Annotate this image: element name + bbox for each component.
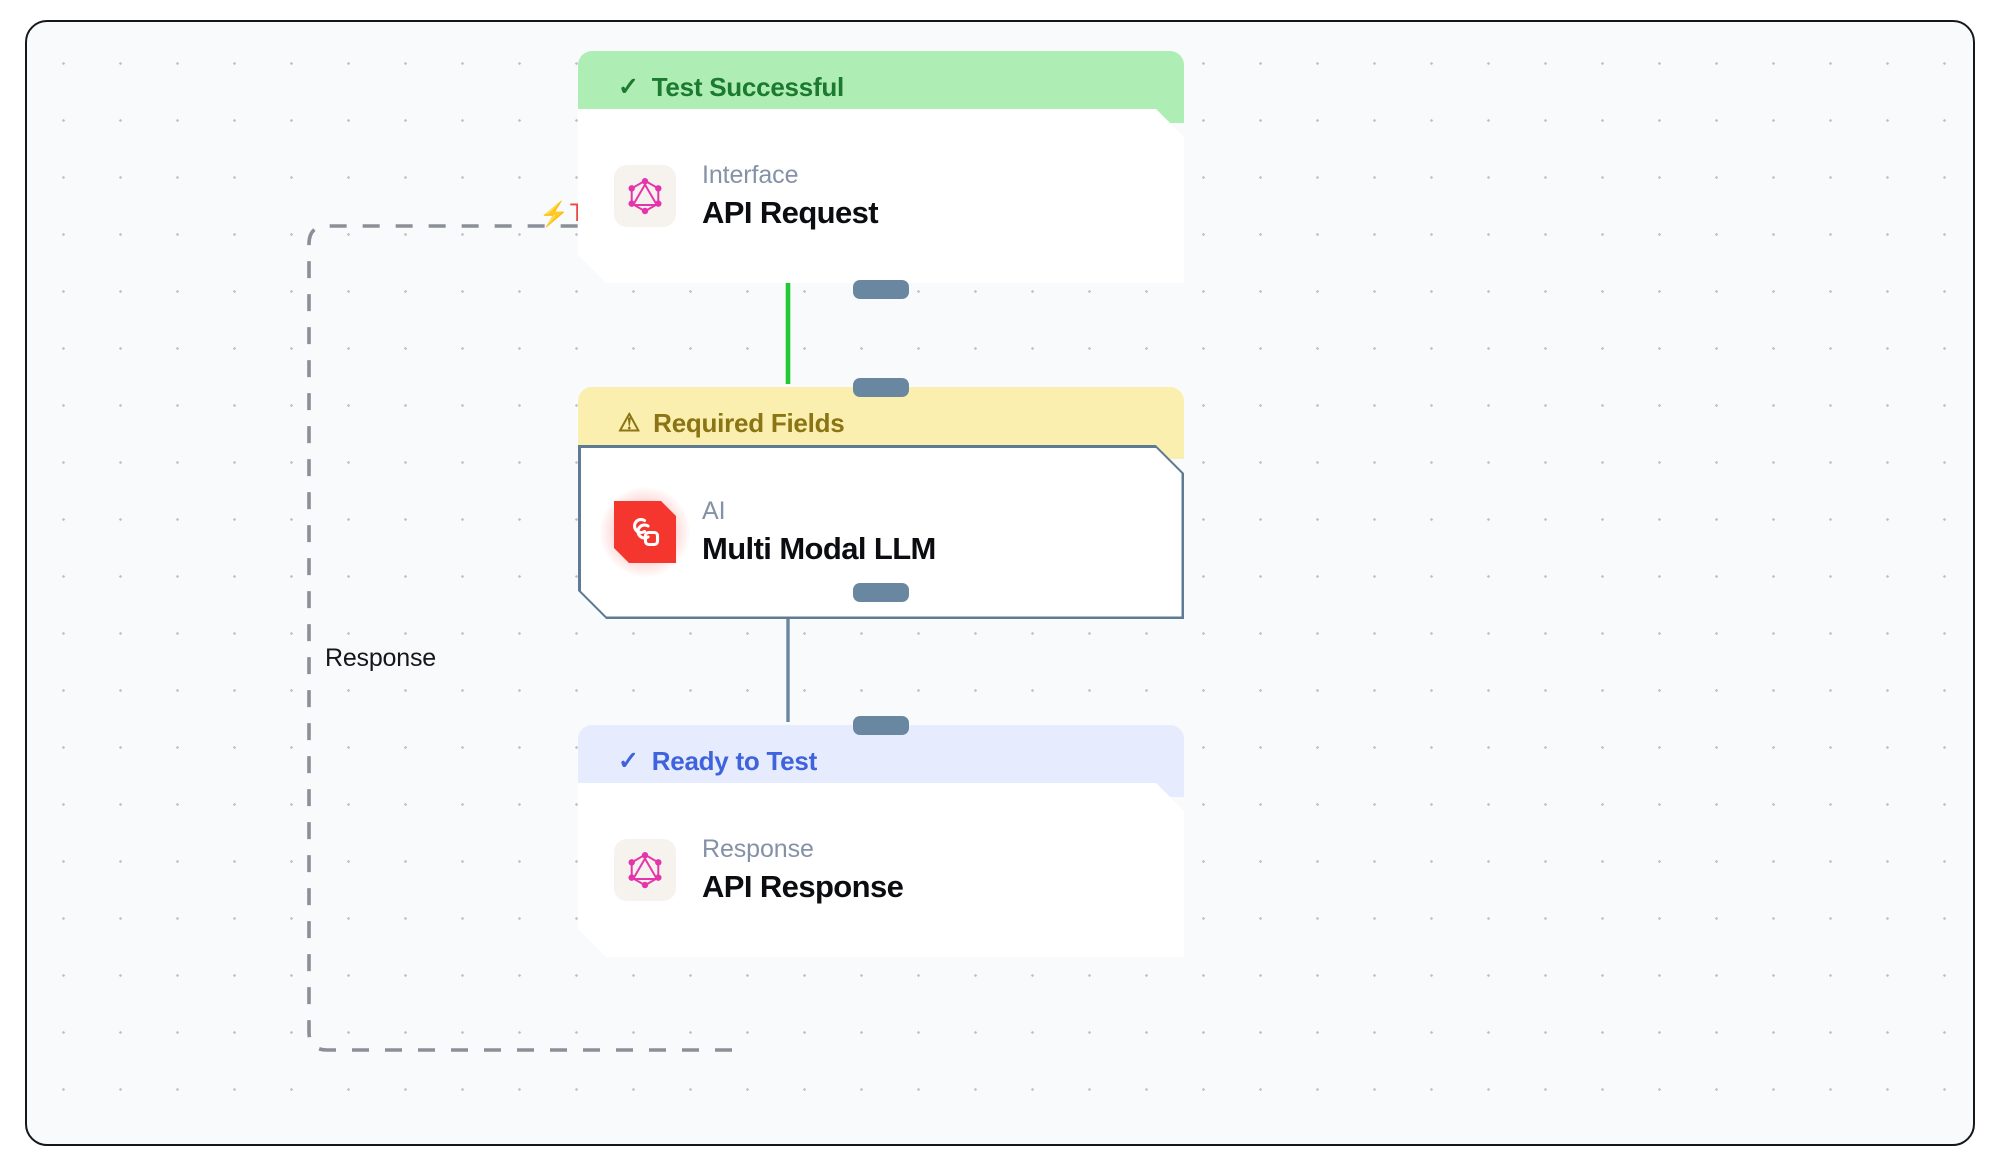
node-card-api-response[interactable]: Response API Response — [578, 783, 1184, 957]
lightning-bolt-icon: ⚡ — [539, 200, 569, 228]
graphql-icon — [614, 165, 676, 227]
node-title-label: API Response — [702, 869, 904, 905]
node-text-api-response: Response API Response — [702, 835, 903, 904]
status-badge-label: Test Successful — [651, 71, 845, 102]
input-handle-multi-modal-llm[interactable] — [853, 378, 909, 397]
node-kind-label: Interface — [702, 161, 799, 190]
node-text-api-request: Interface API Request — [702, 161, 878, 230]
node-api-request[interactable]: ✓ Test Successful — [578, 51, 1184, 299]
response-edge-label: Response — [317, 642, 444, 675]
node-title-label: Multi Modal LLM — [702, 531, 936, 567]
ai-model-icon-glow — [614, 501, 676, 563]
status-badge-label: Required Fields — [653, 407, 845, 438]
check-icon: ✓ — [618, 72, 639, 101]
response-edge-label-text: Response — [325, 644, 436, 672]
node-title-label: API Request — [702, 195, 878, 231]
check-icon: ✓ — [618, 746, 639, 775]
node-kind-label: Response — [702, 835, 814, 864]
graphql-icon — [614, 839, 676, 901]
ai-model-icon — [614, 501, 676, 563]
node-text-multi-modal-llm: AI Multi Modal LLM — [702, 497, 936, 566]
node-multi-modal-llm[interactable]: ⚠ Required Fields AI Multi Modal LLM — [578, 378, 1184, 619]
output-handle-api-request[interactable] — [853, 280, 909, 299]
node-card-api-request[interactable]: Interface API Request — [578, 109, 1184, 283]
input-handle-api-response[interactable] — [853, 716, 909, 735]
node-api-response[interactable]: ✓ Ready to Test — [578, 716, 1184, 957]
warning-triangle-icon: ⚠ — [618, 408, 641, 437]
node-kind-label: AI — [702, 497, 726, 526]
output-handle-multi-modal-llm[interactable] — [853, 583, 909, 602]
status-badge-label: Ready to Test — [651, 745, 818, 776]
workflow-canvas[interactable]: ⚡ Trigger Response ✓ Test Successful — [25, 20, 1975, 1146]
